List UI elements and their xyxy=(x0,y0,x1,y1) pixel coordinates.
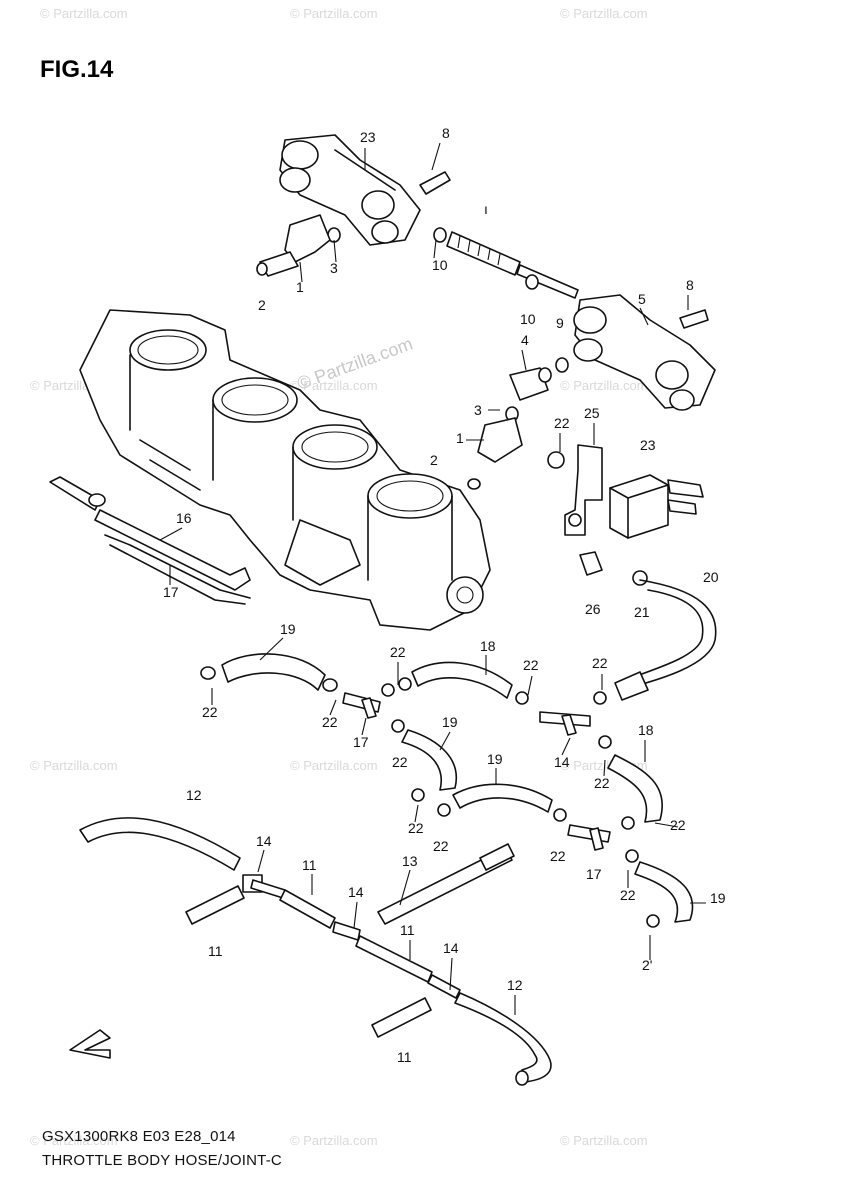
front-arrow-icon xyxy=(69,1029,111,1059)
part-label: 23 xyxy=(640,437,656,453)
part-label: 1 xyxy=(456,430,464,446)
watermark-text: © Partzilla.com xyxy=(30,1133,118,1148)
part-label: 22 xyxy=(392,754,408,770)
part-label: 4 xyxy=(521,332,529,348)
part-label: 12 xyxy=(186,787,202,803)
part-label: 20 xyxy=(703,569,719,585)
watermark-text: © Partzilla.com xyxy=(290,758,378,773)
part-label: 21 xyxy=(634,604,650,620)
part-label: 11 xyxy=(397,1049,412,1065)
part-label: 22 xyxy=(550,848,566,864)
part-label: 22 xyxy=(670,817,686,833)
solenoid-valve xyxy=(547,444,704,586)
part-label: 22 xyxy=(592,655,608,671)
part-label: 14 xyxy=(348,884,364,900)
part-label: 14 xyxy=(443,940,459,956)
part-label: 11 xyxy=(302,857,317,873)
part-label: 8 xyxy=(442,125,450,141)
figure-description: THROTTLE BODY HOSE/JOINT-C xyxy=(42,1152,282,1169)
part-label: 14 xyxy=(256,833,272,849)
part-labels: 23 8 ı 3 10 1 2 5 8 10 9 4 3 22 25 1 23 … xyxy=(163,125,726,1065)
part-label: 2' xyxy=(642,957,652,973)
throttle-body-assembly xyxy=(79,309,491,631)
part-label: 11 xyxy=(208,943,223,959)
part-label: 10 xyxy=(432,257,448,273)
part-label: 17 xyxy=(163,584,179,600)
hose-20 xyxy=(614,579,717,701)
part-label: 16 xyxy=(176,510,192,526)
part-label: 22 xyxy=(322,714,338,730)
figure-title: FIG.14 xyxy=(40,56,114,83)
watermarks: © Partzilla.com © Partzilla.com © Partzi… xyxy=(30,6,648,1148)
part-label: 13 xyxy=(402,853,418,869)
watermark-text: © Partzilla.com xyxy=(560,378,648,393)
part-label: 22 xyxy=(408,820,424,836)
part-label: 1 xyxy=(296,279,304,295)
link-rod xyxy=(49,476,251,605)
part-label: 19 xyxy=(442,714,458,730)
part-label: 5 xyxy=(638,291,646,307)
part-label: 26 xyxy=(585,601,601,617)
part-label: 12 xyxy=(507,977,523,993)
watermark-text: © Partzilla.com xyxy=(30,758,118,773)
hose-set-lower xyxy=(79,817,552,1086)
part-label: 17 xyxy=(586,866,602,882)
part-label: 18 xyxy=(480,638,496,654)
fuel-rail-right xyxy=(555,294,716,411)
watermark-text: © Partzilla.com xyxy=(40,6,128,21)
watermark-text: © Partzilla.com xyxy=(560,6,648,21)
injector-right xyxy=(467,367,552,490)
part-label: 25 xyxy=(584,405,600,421)
part-label: 22 xyxy=(202,704,218,720)
injector-upper xyxy=(256,214,341,277)
watermark-text: © Partzilla.com xyxy=(290,6,378,21)
watermark-text: © Partzilla.com xyxy=(290,1133,378,1148)
part-label: 19 xyxy=(710,890,726,906)
part-label: ı xyxy=(484,201,488,217)
part-label: 8 xyxy=(686,277,694,293)
part-label: 3 xyxy=(330,260,338,276)
part-label: 23 xyxy=(360,129,376,145)
part-label: 22 xyxy=(554,415,570,431)
part-label: 18 xyxy=(638,722,654,738)
part-label: 11 xyxy=(400,922,415,938)
part-label: 22 xyxy=(390,644,406,660)
part-label: 2 xyxy=(258,297,266,313)
watermark-text: © Partzilla.com xyxy=(290,378,378,393)
part-label: 9 xyxy=(556,315,564,331)
watermark-text: © Partzilla.com xyxy=(560,1133,648,1148)
part-label: 22 xyxy=(620,887,636,903)
part-label: 3 xyxy=(474,402,482,418)
hose-set-upper xyxy=(200,653,694,928)
part-label: 22 xyxy=(433,838,449,854)
part-label: 10 xyxy=(520,311,536,327)
model-code: GSX1300RK8 E03 E28_014 xyxy=(42,1128,236,1145)
part-label: 22 xyxy=(594,775,610,791)
part-label: 14 xyxy=(554,754,570,770)
leader-lines xyxy=(159,142,706,1015)
part-label: 2 xyxy=(430,452,438,468)
part-label: 22 xyxy=(523,657,539,673)
part-label: 19 xyxy=(487,751,503,767)
part-label: 19 xyxy=(280,621,296,637)
fuel-rail-upper xyxy=(279,134,579,299)
part-label: 17 xyxy=(353,734,369,750)
